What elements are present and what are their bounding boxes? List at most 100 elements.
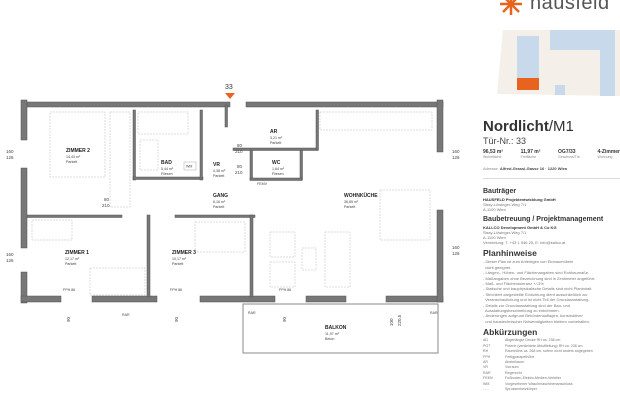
svg-text:80: 80 [237,164,243,169]
washing-machine-box [183,161,197,171]
svg-text:Parkett: Parkett [344,205,355,209]
walls [20,99,444,304]
balcony-outline [242,303,439,354]
hausfeld-logo: hausfeld [500,0,610,15]
abbreviation-code: AR [483,359,488,364]
svg-text:160: 160 [6,149,14,154]
svg-text:10,17 m²: 10,17 m² [172,257,187,261]
svg-text:ZIMMER 1: ZIMMER 1 [65,250,89,256]
svg-text:ZIMMER 3: ZIMMER 3 [172,250,196,256]
project-title: Nordlicht/M1 [483,118,574,135]
site-plan [497,30,620,96]
svg-text:FPH 86: FPH 86 [170,288,182,292]
svg-text:Parkett: Parkett [65,262,76,266]
svg-text:Parkett: Parkett [213,205,224,209]
svg-text:100: 100 [389,318,394,326]
abbreviation-code: VR [483,365,488,370]
abbreviation-code: FEMV [483,376,493,381]
abbreviation-meaning: Sprossenheizkörper [505,386,537,391]
washing-machine-label: WM [186,165,192,169]
svg-text:4,38 m²: 4,38 m² [213,169,226,173]
plan-note: - Strichliert dargestellte Einrichtung d… [483,291,588,297]
divider [483,178,620,179]
svg-text:160: 160 [6,252,14,257]
plan-note: - Längen-, Höhen- und Flächenangaben sin… [483,270,590,276]
abbreviation-code: FPH [483,354,491,359]
abbreviation-meaning: Vorraum [505,365,519,370]
abbreviation-code: RAR [483,370,491,375]
plan-note: - Änderungen aufgrund Behördenauflagen, … [483,313,583,319]
svg-text:80: 80 [104,197,110,202]
svg-text:160: 160 [452,149,460,154]
abbreviation-meaning: Poterie (verkleidete Abluftleitung) RH c… [505,343,583,348]
abbreviation-meaning: Vorgesehener Waschmaschinenanschluss [505,381,573,386]
svg-text:11,97 m²: 11,97 m² [325,332,340,336]
abbreviation-code: POT [483,343,491,348]
abbreviation-meaning: Fertigparapethöhe [505,354,535,359]
abbreviation-meaning: Abstellraum [505,359,524,364]
svg-text:126: 126 [6,155,14,160]
svg-text:126: 126 [452,155,460,160]
door-marker-label: 33 [225,84,233,91]
svg-text:RAR: RAR [430,311,438,315]
svg-text:5,44 m²: 5,44 m² [161,167,174,171]
svg-text:FPH 86: FPH 86 [279,288,291,292]
svg-text:RAR: RAR [248,311,256,315]
svg-text:BALKON: BALKON [325,325,347,331]
svg-text:Fliesen: Fliesen [272,172,284,176]
svg-text:GANG: GANG [213,193,228,199]
abbreviation-meaning: Fußboden-Elektro-Medien-Verteiler [505,376,562,381]
sun-logo-icon [500,0,522,15]
svg-text:126: 126 [452,251,460,256]
abbreviation-meaning: Regenrohr [505,370,522,375]
svg-text:14,43 m²: 14,43 m² [66,155,81,159]
svg-text:1,64 m²: 1,64 m² [272,167,285,171]
plan-note: und haustechnischer Notwendigkeiten blei… [483,318,590,324]
abbreviation-code: WM [483,381,490,386]
svg-text:Beton: Beton [325,337,334,341]
svg-text:6,16 m²: 6,16 m² [213,200,226,204]
plan-note: - Maß- und Flächentoleranz +/-3% [483,281,544,287]
furniture [31,111,433,296]
address: Adresse Alfred-Grassl-Gasse 16 · 1220 Wi… [483,166,568,171]
baubetreuung-section: Baubetreuung / Projektmanagement KALLCO … [483,215,604,246]
svg-text:FPH 86: FPH 86 [63,288,75,292]
svg-text:12,17 m²: 12,17 m² [65,257,80,261]
abbreviation-code: RH [483,349,489,354]
unit-highlight [517,78,539,90]
plan-note: nicht geeignet. [483,264,512,270]
plan-note: - Details zur Grundausstattung sind der … [483,302,570,308]
svg-text:90: 90 [66,316,71,322]
abbreviation-meaning: Raumhöhe ca. 268 cm, sofern nicht anders… [505,349,593,354]
svg-text:RAR: RAR [122,313,130,317]
svg-text:AR: AR [270,129,278,135]
svg-text:ZIMMER 2: ZIMMER 2 [66,148,90,154]
abbreviation-meaning: Abgehängte Decke RH ca. 238 cm [505,338,561,343]
svg-text:126: 126 [6,258,14,263]
svg-text:FEMV: FEMV [257,182,268,186]
svg-text:WC: WC [272,160,281,166]
svg-text:3,21 m²: 3,21 m² [270,136,283,140]
svg-text:BAD: BAD [161,160,172,166]
plan-note: - Statische und bauphysikalische Details… [483,286,593,292]
svg-text:Parkett: Parkett [172,262,183,266]
svg-text:VR: VR [213,162,220,168]
abbreviation-code: - - - [483,386,489,391]
svg-text:Parkett: Parkett [213,174,224,178]
